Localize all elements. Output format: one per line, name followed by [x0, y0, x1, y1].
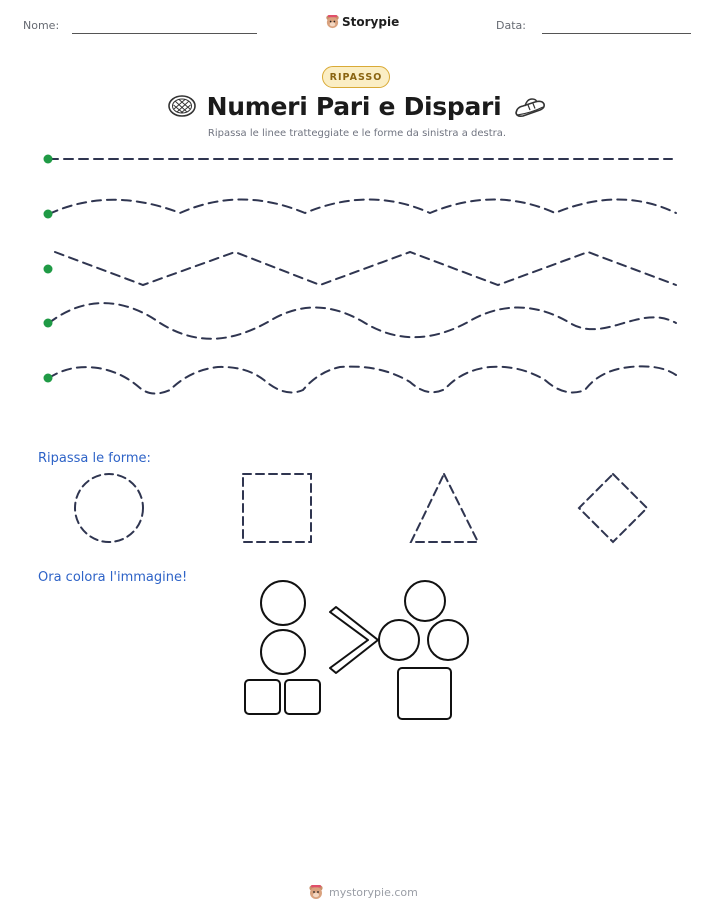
brand-logo: Storypie	[325, 14, 399, 29]
page-title: Numeri Pari e Dispari	[0, 92, 714, 121]
review-badge: RIPASSO	[322, 66, 390, 88]
tracing-lines-area	[43, 154, 677, 395]
tracing-line-wave[interactable]	[48, 302, 677, 340]
coloring-circle[interactable]	[260, 629, 306, 675]
coloring-square[interactable]	[397, 667, 452, 720]
dashed-diamond[interactable]	[577, 472, 649, 544]
coloring-circle[interactable]	[260, 580, 306, 626]
title-text: Numeri Pari e Dispari	[206, 92, 502, 121]
footer-url[interactable]: mystorypie.com	[329, 885, 418, 899]
coloring-circle[interactable]	[378, 619, 420, 661]
dashed-triangle[interactable]	[409, 471, 480, 543]
coloring-circle[interactable]	[427, 619, 469, 661]
date-line[interactable]	[542, 33, 691, 34]
start-dot	[43, 318, 53, 328]
coloring-square[interactable]	[244, 679, 281, 715]
footer: mystorypie.com	[308, 884, 418, 900]
waffle-icon	[167, 95, 196, 117]
date-label: Data:	[496, 19, 526, 32]
start-dot	[43, 373, 53, 383]
coloring-circle[interactable]	[404, 580, 446, 622]
brand-name: Storypie	[342, 14, 400, 29]
tracing-shapes-area	[74, 471, 649, 544]
instructions-text: Ripassa le linee tratteggiate e le forme…	[207, 128, 507, 139]
coloring-picture	[244, 580, 469, 720]
dashed-circle[interactable]	[74, 473, 144, 543]
tracing-line-wave[interactable]	[48, 365, 677, 395]
sandal-icon	[515, 98, 546, 117]
start-dot	[43, 264, 53, 274]
coloring-square[interactable]	[284, 679, 321, 715]
tracing-line-wave[interactable]	[48, 198, 677, 215]
greater-than-sign[interactable]	[329, 606, 379, 674]
tracing-line-zigzag[interactable]	[54, 250, 677, 287]
dashed-square[interactable]	[242, 473, 312, 543]
bear-mascot-icon	[309, 885, 323, 899]
start-dot	[43, 209, 53, 219]
name-label: Nome:	[23, 19, 60, 32]
shapes-section-label: Ripassa le forme:	[38, 451, 151, 466]
coloring-section-label: Ora colora l'immagine!	[38, 570, 188, 585]
name-line[interactable]	[72, 33, 257, 34]
bear-mascot-icon	[326, 14, 339, 29]
start-dot	[43, 154, 53, 164]
